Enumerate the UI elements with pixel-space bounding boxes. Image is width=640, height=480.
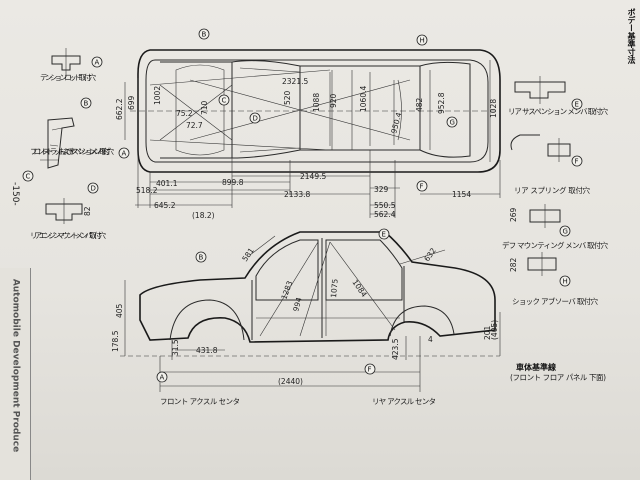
callout-a-2: A: [122, 150, 127, 158]
dim-1084: 1084: [350, 278, 368, 299]
callout-g-2: G: [563, 228, 568, 236]
callout-f-3: F: [368, 366, 372, 374]
dim-950: 950.4: [389, 111, 403, 134]
dim-710: 710: [200, 100, 209, 115]
dim-431: 431.8: [196, 346, 218, 355]
callout-b-1: B: [84, 100, 89, 108]
detail-front-strut: [40, 117, 75, 169]
dim-1154: 1154: [452, 190, 471, 199]
detail-rear-engine-mount: 82: [45, 198, 92, 224]
dim-201: 201: [483, 325, 492, 340]
publisher-stamp-text: Automobile Development Produce: [10, 278, 21, 453]
dim-315: 31.5: [171, 339, 180, 356]
dim-482: 482: [415, 97, 424, 112]
dim-899: 899.8: [222, 178, 244, 187]
dim-952: 952.8: [437, 92, 446, 114]
callout-b-2: B: [202, 31, 207, 39]
callout-c-1: C: [26, 173, 31, 181]
dim-4235: 423.5: [391, 338, 400, 360]
dim-269: 269: [509, 207, 518, 222]
callout-c-2: C: [222, 97, 227, 105]
dim-4: 4: [428, 335, 433, 344]
dim-329: 329: [374, 185, 389, 194]
dim-1088: 1088: [312, 93, 321, 112]
callout-d-1: D: [91, 185, 96, 193]
dim-662: 662.2: [115, 98, 124, 120]
callout-d-2: D: [253, 115, 258, 123]
dim-632: 632: [422, 246, 438, 263]
detail-rear-spring: [510, 134, 571, 162]
dim-18: (18.2): [192, 211, 215, 220]
part-labels: テンション ロッド 取付穴 フロント ストラット および サスペンション メンバ…: [30, 72, 609, 406]
callout-b-3: B: [199, 254, 204, 262]
label-front-axle: フロント アクスル センタ: [160, 397, 240, 406]
detail-tension-rod: [51, 48, 81, 76]
dim-518: 518.2: [136, 186, 158, 195]
label-shock-absorber: ショック アブソーバ 取付穴: [512, 296, 599, 306]
dim-405: 405: [115, 303, 124, 318]
dim-562: 562.4: [374, 210, 396, 219]
page-number: -150-: [0, 182, 20, 222]
callouts: A B A C D B C D H G F E E F G H B A F: [22, 28, 583, 383]
callout-f-2: F: [575, 158, 579, 166]
dim-1002: 1002: [153, 86, 162, 105]
dim-2133: 2133.8: [284, 190, 310, 199]
dim-1075: 1075: [329, 278, 340, 298]
callout-a-3: A: [160, 374, 165, 382]
dim-405b: (405): [490, 320, 499, 340]
callout-a-1: A: [95, 59, 100, 67]
dim-178: 178.5: [111, 330, 120, 352]
callout-e-2: E: [575, 101, 579, 109]
callout-h-2: H: [563, 278, 568, 286]
detail-diff-mounting: 269: [509, 204, 561, 228]
detail-rear-suspension: [514, 76, 566, 104]
page-title: ボデー基準寸法: [627, 8, 636, 64]
dim-282: 282: [509, 257, 518, 272]
dim-581: 581: [240, 246, 256, 263]
dim-699: 699: [127, 95, 136, 110]
dim-1283: 1283: [279, 279, 294, 300]
dim-82: 82: [83, 206, 92, 216]
page-number-text: -150-: [10, 182, 20, 206]
dim-520: 520: [283, 90, 292, 105]
label-rear-engine-mount: リア エンジン マウント メンバ 取付穴: [30, 230, 106, 240]
label-tension-rod: テンション ロッド 取付穴: [40, 72, 97, 82]
label-rear-axle: リヤ アクスル センタ: [372, 397, 436, 406]
callout-e-1: E: [382, 231, 386, 239]
dim-72: 72.7: [186, 121, 203, 130]
dim-75: 75.2: [176, 109, 193, 118]
dim-2149: 2149.5: [300, 172, 326, 181]
label-front-strut: フロント ストラット および サスペンション メンバ 取付穴: [30, 146, 115, 156]
dim-401: 401.1: [156, 179, 178, 188]
dim-920: 920: [329, 93, 338, 108]
dim-550: 550.5: [374, 201, 396, 210]
dim-645: 645.2: [154, 201, 176, 210]
dim-2440: (2440): [278, 377, 303, 386]
side-view: [120, 231, 501, 392]
label-rear-spring: リア スプリング 取付穴: [514, 185, 591, 195]
label-body-datum: 車体基準線: [516, 362, 556, 372]
label-body-datum-note: (フロント フロア パネル 下面): [510, 373, 606, 382]
top-view-dimensions: 2321.5 520 1088 920 1060.4 950.4 482 952…: [115, 77, 498, 219]
dim-1060: 1060.4: [359, 86, 368, 112]
label-diff-mounting: デフ マウンティング メンバ 取付穴: [502, 240, 609, 250]
callout-h-1: H: [420, 37, 425, 45]
callout-f-1: F: [420, 183, 424, 191]
side-view-dimensions: 581 1283 994 1075 1084 632 431.8 (2440) …: [111, 211, 499, 386]
dim-994: 994: [291, 296, 303, 312]
publisher-stamp: Automobile Development Produce: [0, 268, 31, 480]
dim-1028: 1028: [489, 99, 498, 118]
label-rear-suspension: リア サスペンション メンバ 取付穴: [508, 106, 609, 116]
callout-g-1: G: [450, 119, 455, 127]
dim-2321: 2321.5: [282, 77, 308, 86]
top-view: [124, 49, 501, 218]
detail-shock-absorber: 282: [509, 252, 557, 276]
